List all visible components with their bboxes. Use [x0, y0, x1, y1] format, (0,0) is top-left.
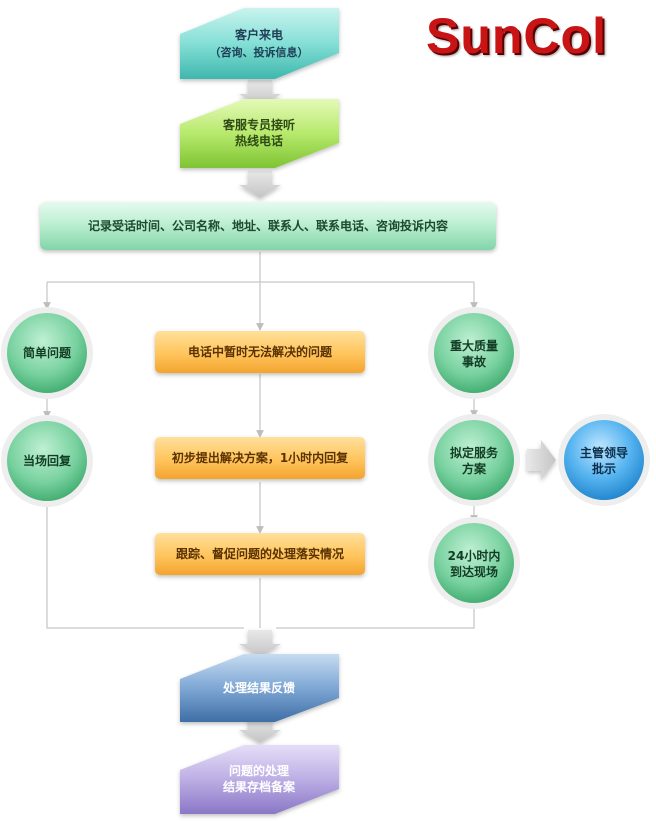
node-follow-up [155, 533, 365, 575]
label-feedback: 处理结果反馈 [222, 680, 295, 695]
node-service-plan [434, 420, 514, 500]
label-follow-up: 跟踪、督促问题的处理落实情况 [176, 546, 344, 561]
node-on-site-reply [7, 421, 87, 501]
connector-right-to-merge [276, 606, 475, 629]
node-customer-call [180, 8, 339, 79]
label-major-accident-2: 事故 [462, 354, 487, 369]
label-customer-call-2: （咨询、投诉信息） [210, 45, 309, 59]
label-hotline-2: 热线电话 [235, 133, 283, 148]
node-initial-solution [155, 437, 365, 479]
suncol-logo: SunCol [426, 8, 607, 64]
label-on-site-reply: 当场回复 [23, 453, 72, 468]
node-archive [180, 745, 339, 814]
label-simple-problem: 简单问题 [23, 345, 72, 360]
label-unresolved: 电话中暂时无法解决的问题 [188, 344, 333, 359]
node-simple-problem [7, 313, 87, 393]
label-initial-solution: 初步提出解决方案，1小时内回复 [172, 450, 349, 465]
node-onsite-24h [434, 523, 514, 603]
node-manager [564, 420, 644, 500]
arrow-down-3 [239, 630, 281, 657]
label-manager-1: 主管领导 [580, 445, 628, 460]
label-major-accident-1: 重大质量 [450, 338, 498, 353]
label-onsite-24h-2: 到达现场 [450, 564, 498, 579]
node-labels: 客户来电 （咨询、投诉信息） 客服专员接听 热线电话 记录受话时间、公司名称、地… [23, 27, 628, 794]
label-manager-2: 批示 [592, 461, 616, 476]
orange-boxes [155, 331, 365, 575]
node-record [40, 202, 496, 250]
label-hotline-1: 客服专员接听 [222, 117, 295, 132]
block-arrows [239, 80, 556, 743]
node-hotline [180, 99, 339, 168]
circle-nodes [1, 307, 650, 609]
arrow-down-2 [239, 171, 281, 198]
label-archive-1: 问题的处理 [229, 763, 289, 778]
arrow-right-to-manager [527, 440, 556, 480]
arrow-down-4 [239, 716, 281, 743]
node-feedback [180, 654, 339, 722]
connector-left-to-merge [46, 505, 244, 629]
label-service-plan-1: 拟定服务 [450, 445, 499, 460]
label-record: 记录受话时间、公司名称、地址、联系人、联系电话、咨询投诉内容 [88, 218, 448, 233]
label-service-plan-2: 方案 [462, 461, 487, 476]
node-unresolved [155, 331, 365, 373]
label-customer-call-1: 客户来电 [234, 27, 283, 42]
label-archive-2: 结果存档备案 [223, 779, 296, 794]
node-major-accident [434, 313, 514, 393]
label-onsite-24h-1: 24小时内 [448, 548, 501, 563]
